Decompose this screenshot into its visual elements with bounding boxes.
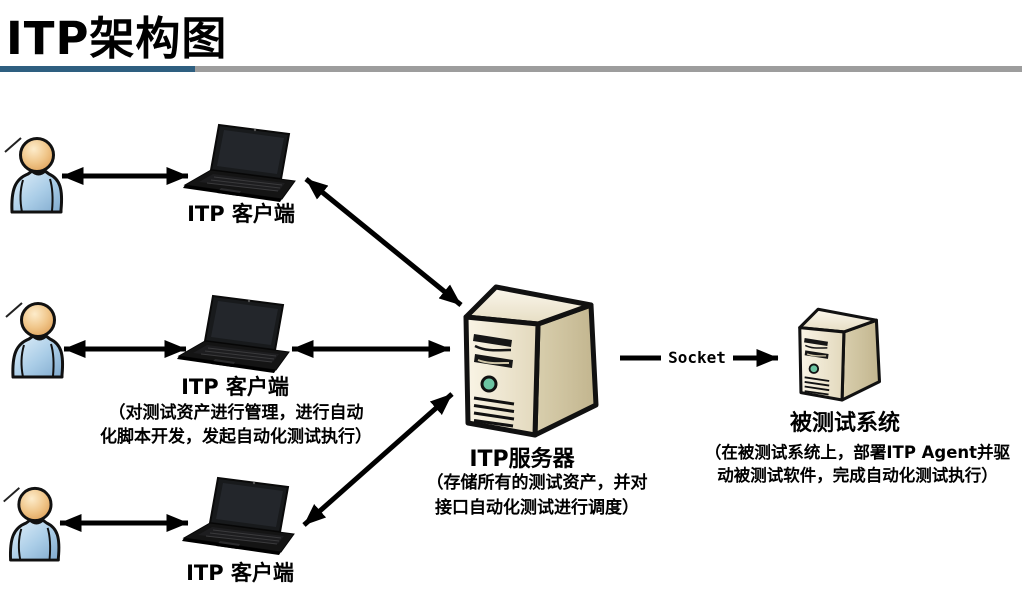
- divider-accent-segment: [0, 66, 195, 72]
- server-tower-icon: [793, 301, 885, 407]
- server-description-line2: 接口自动化测试进行调度）: [435, 498, 639, 518]
- server-label: ITP服务器: [469, 447, 575, 472]
- socket-connection-label: Socket: [661, 346, 733, 370]
- laptop-icon: [182, 474, 300, 556]
- arrow-client1-server: [304, 177, 463, 307]
- sut-description-line1: （在被测试系统上，部署ITP Agent并驱: [704, 443, 1011, 462]
- sut-description-line2: 动被测试软件，完成自动化测试执行）: [717, 466, 998, 485]
- client2-description: （对测试资产进行管理，进行自动 化脚本开发，发起自动化测试执行）: [86, 401, 386, 449]
- user-icon: [4, 299, 68, 379]
- page-title: ITP架构图: [6, 12, 228, 65]
- laptop-icon: [177, 292, 295, 374]
- title-divider: [0, 66, 1022, 72]
- user-icon: [2, 484, 64, 562]
- laptop-icon: [183, 121, 301, 203]
- client2-label: ITP 客户端: [181, 375, 289, 399]
- user-icon: [4, 134, 66, 214]
- sut-description: （在被测试系统上，部署ITP Agent并驱 动被测试软件，完成自动化测试执行）: [700, 441, 1015, 487]
- divider-gray-segment: [195, 66, 1022, 72]
- server-tower-icon: [455, 274, 605, 446]
- server-description: （存储所有的测试资产，并对 接口自动化测试进行调度）: [407, 471, 667, 521]
- arrow-client3-server: [302, 392, 454, 527]
- server-description-line1: （存储所有的测试资产，并对: [426, 473, 648, 493]
- client1-label: ITP 客户端: [187, 202, 295, 226]
- client2-description-line1: （对测试资产进行管理，进行自动: [108, 403, 364, 423]
- sut-label: 被测试系统: [789, 411, 900, 436]
- client3-label: ITP 客户端: [186, 561, 294, 585]
- client2-description-line2: 化脚本开发，发起自动化测试执行）: [100, 427, 372, 447]
